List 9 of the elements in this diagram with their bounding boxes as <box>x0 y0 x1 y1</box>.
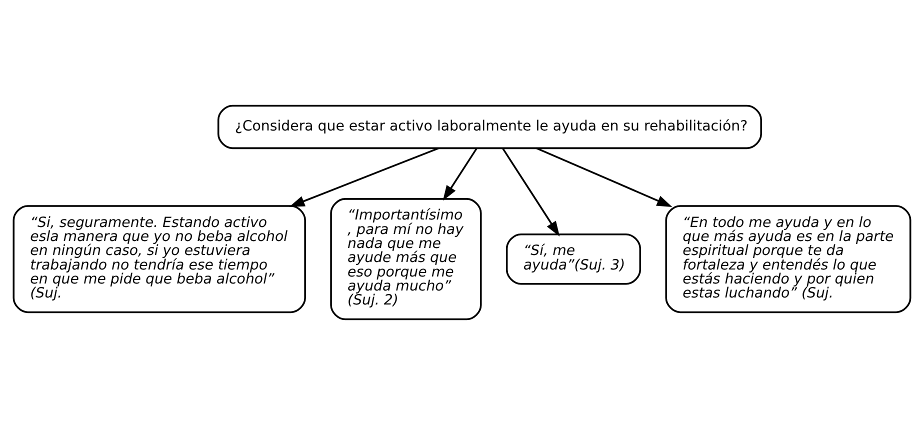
arrow <box>289 147 439 207</box>
arrow <box>536 147 672 207</box>
node-box: ¿Considera que estar activo laboralmente le ayuda en su rehabilitación? <box>217 104 762 150</box>
node-box: “En todo me ayuda y en lo que más ayuda es en la parte espiritual porque te da fortaleza y entendés lo que estás haciendo y por quien estas luchando” (Suj. <box>665 205 912 314</box>
node-box: “Sí, me ayuda”(Suj. 3) <box>506 233 642 285</box>
node-box: “Si, seguramente. Estando activo esla manera que yo no beba alcohol en ningún caso, si yo estuviera trabajando no tendría ese tiempo en que me pide que beba alcohol” (Suj. <box>12 205 306 314</box>
arrow <box>502 148 560 237</box>
arrow <box>442 148 478 201</box>
node-box: “Importantísimo , para mí no hay nada que me ayude más que eso porque me ayuda mucho” (Suj. 2) <box>330 198 482 320</box>
